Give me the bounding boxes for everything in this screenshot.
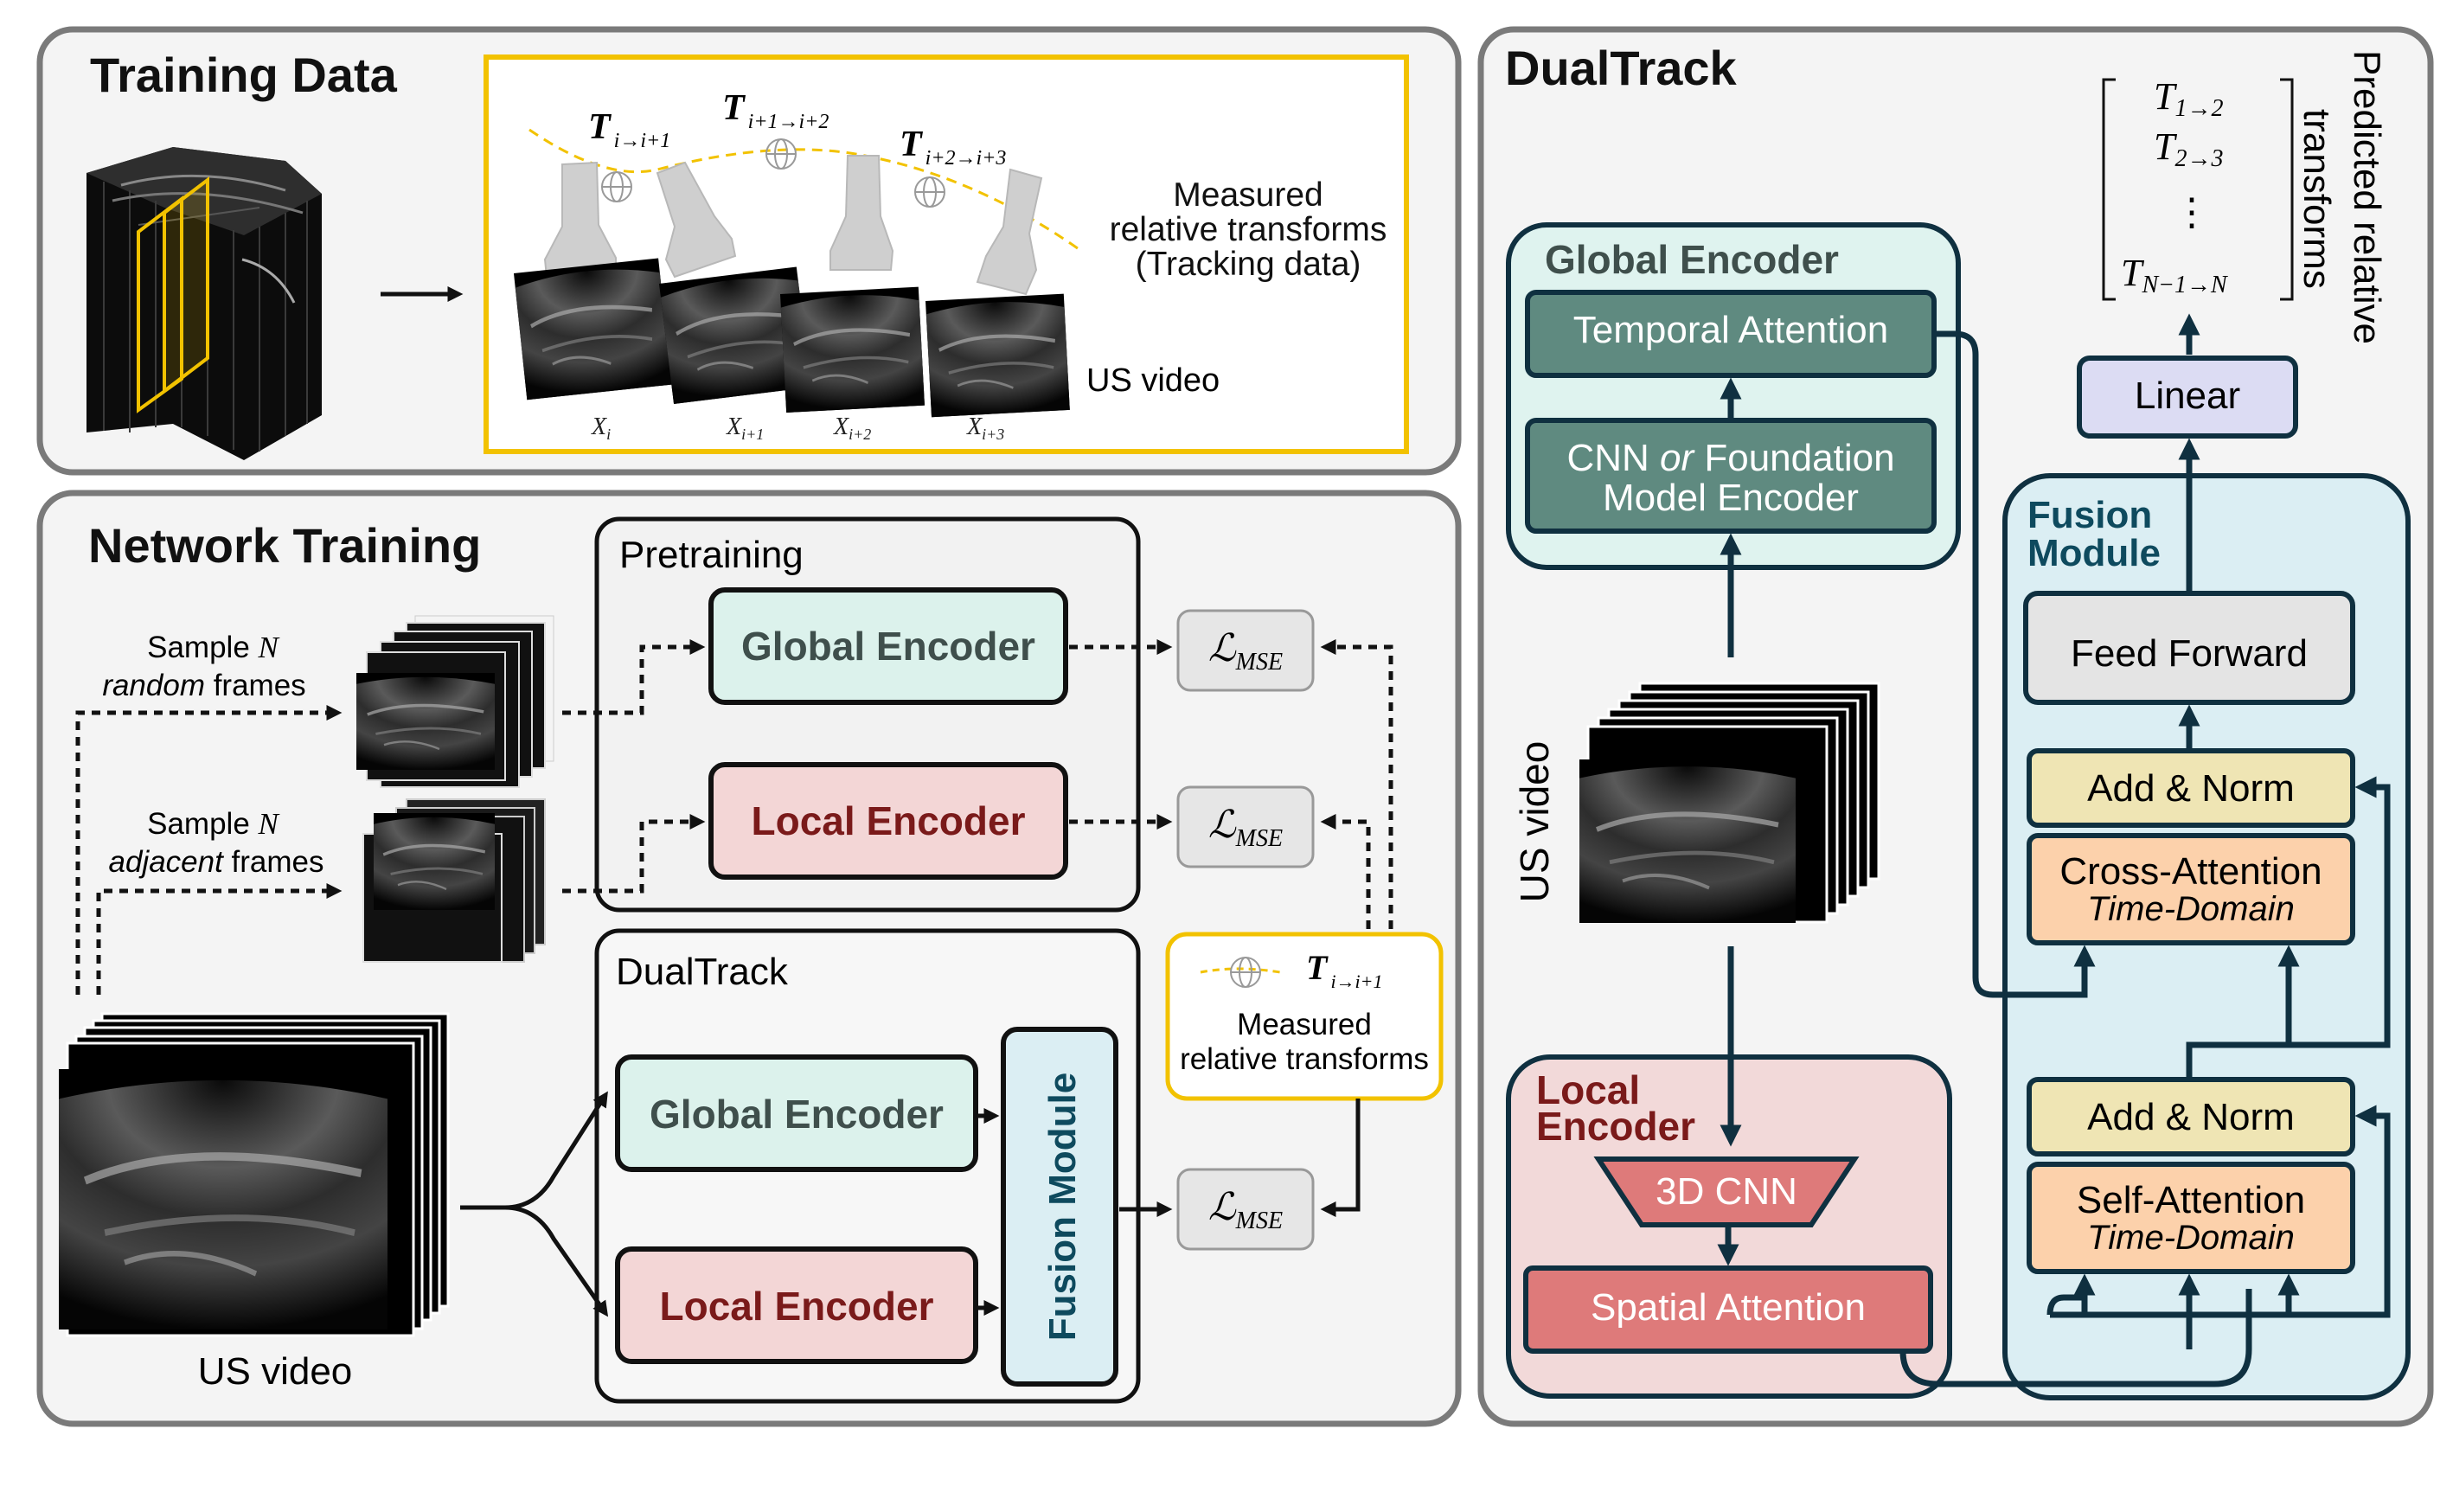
sample-random-text: Sample N random frames bbox=[102, 631, 305, 702]
dt-global-encoder-title: Global Encoder bbox=[1545, 237, 1839, 282]
dt-fusion-title1: Fusion bbox=[2027, 494, 2152, 536]
svg-text:relative transforms: relative transforms bbox=[1110, 211, 1387, 248]
dt-temporal-attention-label: Temporal Attention bbox=[1573, 309, 1888, 351]
svg-text:Xi+2: Xi+2 bbox=[833, 413, 871, 443]
svg-text:adjacent frames: adjacent frames bbox=[108, 845, 323, 879]
dualtrack-training-arrows bbox=[460, 1091, 1361, 1317]
training-local-encoder bbox=[615, 1246, 978, 1364]
dt-self-attention bbox=[2027, 1162, 2355, 1274]
training-global-encoder bbox=[615, 1054, 978, 1172]
svg-text:Sample N: Sample N bbox=[147, 631, 279, 664]
measured-transform-line1: Measured bbox=[1237, 1008, 1372, 1041]
dualtrack-panel: DualTrack Global Encoder Temporal Attent… bbox=[1477, 26, 2434, 1427]
svg-text:T2→3: T2→3 bbox=[2154, 125, 2223, 172]
dt-cnn-line1: CNN or Foundation bbox=[1566, 437, 1894, 479]
dt-add-norm-upper-label: Add & Norm bbox=[2087, 767, 2295, 810]
frame-labels: Xi Xi+1 Xi+2 Xi+3 bbox=[591, 413, 1004, 443]
svg-text:Xi: Xi bbox=[591, 413, 611, 443]
dt-video-stack bbox=[1579, 682, 1880, 923]
svg-text:⋮: ⋮ bbox=[2173, 191, 2211, 234]
dt-feed-forward-label: Feed Forward bbox=[2071, 632, 2308, 675]
dualtrack-title: DualTrack bbox=[1505, 41, 1738, 95]
svg-text:ℒMSE: ℒMSE bbox=[1208, 1186, 1283, 1234]
adjacent-frame-stack bbox=[362, 798, 546, 963]
network-training-title: Network Training bbox=[88, 518, 481, 573]
pretraining-label: Pretraining bbox=[619, 534, 804, 576]
dt-arrows bbox=[1717, 313, 2391, 1387]
dt-local-encoder-title2: Encoder bbox=[1536, 1104, 1695, 1149]
training-fusion-module-label: Fusion Module bbox=[1041, 1073, 1084, 1341]
dualtrack-training-label: DualTrack bbox=[616, 951, 789, 993]
training-data-panel: Training Data bbox=[36, 26, 1462, 476]
dt-cross-attention-sub: Time-Domain bbox=[2087, 890, 2295, 928]
network-training-panel: Network Training Pretraining Global Enco… bbox=[36, 490, 1462, 1427]
training-us-video-label: US video bbox=[198, 1350, 353, 1393]
svg-text:TN−1→N: TN−1→N bbox=[2121, 252, 2228, 298]
svg-text:(Tracking data): (Tracking data) bbox=[1136, 246, 1361, 283]
probe-icons bbox=[543, 155, 1043, 296]
dt-3d-cnn-label: 3D CNN bbox=[1656, 1170, 1797, 1213]
svg-text:random frames: random frames bbox=[102, 669, 305, 702]
dt-add-norm-lower-label: Add & Norm bbox=[2087, 1096, 2295, 1138]
loss-boxes: ℒMSE ℒMSE ℒMSE bbox=[1176, 609, 1315, 1251]
pretraining-local-encoder-label: Local Encoder bbox=[752, 798, 1026, 843]
dt-linear bbox=[2077, 356, 2298, 439]
training-data-title: Training Data bbox=[90, 48, 398, 102]
training-video-stack bbox=[59, 1012, 450, 1337]
svg-text:Xi+3: Xi+3 bbox=[966, 413, 1004, 443]
pretraining-global-encoder bbox=[708, 587, 1068, 705]
dt-cnn-line2: Model Encoder bbox=[1603, 477, 1859, 519]
dt-predicted-line1: Predicted relative bbox=[2346, 50, 2388, 344]
sample-adjacent-text: Sample N adjacent frames bbox=[108, 807, 323, 879]
dt-self-attention-sub: Time-Domain bbox=[2087, 1219, 2295, 1257]
dt-cross-attention bbox=[2027, 833, 2355, 945]
training-us-video-label: US video bbox=[1086, 362, 1220, 399]
random-frame-stack bbox=[355, 615, 554, 788]
dt-self-attention-label: Self-Attention bbox=[2077, 1179, 2305, 1221]
svg-text:Xi+1: Xi+1 bbox=[726, 413, 764, 443]
measured-transform-line2: relative transforms bbox=[1180, 1042, 1429, 1076]
training-local-encoder-label: Local Encoder bbox=[660, 1284, 934, 1329]
dt-3d-cnn bbox=[1593, 1156, 1860, 1227]
measured-transform-globe-icon bbox=[1230, 957, 1261, 988]
measured-transform-box bbox=[1165, 932, 1444, 1101]
svg-text:ℒMSE: ℒMSE bbox=[1208, 627, 1283, 676]
dt-spatial-attention bbox=[1523, 1265, 1933, 1354]
dt-predicted-line2: transforms bbox=[2296, 109, 2338, 289]
pretraining-local-encoder bbox=[708, 762, 1068, 880]
svg-text:Sample N: Sample N bbox=[147, 807, 279, 841]
training-fusion-module bbox=[1001, 1027, 1118, 1387]
dt-local-encoder-title1: Local bbox=[1536, 1067, 1640, 1112]
dt-linear-label: Linear bbox=[2135, 375, 2240, 417]
dt-cross-attention-label: Cross-Attention bbox=[2059, 850, 2322, 893]
dt-us-video-label: US video bbox=[1512, 741, 1557, 903]
svg-text:Measured: Measured bbox=[1173, 176, 1323, 214]
dt-spatial-attention-label: Spatial Attention bbox=[1591, 1286, 1866, 1329]
measured-transforms-text: Measured relative transforms (Tracking d… bbox=[1110, 176, 1387, 283]
dt-fusion-title2: Module bbox=[2027, 532, 2161, 574]
dt-output-matrix: T1→2 T2→3 ⋮ TN−1→N bbox=[2102, 75, 2294, 301]
us-volume-graphic bbox=[86, 147, 322, 460]
sampling-arrows bbox=[75, 639, 1393, 995]
svg-text:T1→2: T1→2 bbox=[2154, 75, 2223, 122]
pretraining-global-encoder-label: Global Encoder bbox=[741, 624, 1035, 669]
svg-text:ℒMSE: ℒMSE bbox=[1208, 804, 1283, 852]
training-global-encoder-label: Global Encoder bbox=[650, 1092, 944, 1137]
transform-globe-icons bbox=[601, 138, 945, 208]
